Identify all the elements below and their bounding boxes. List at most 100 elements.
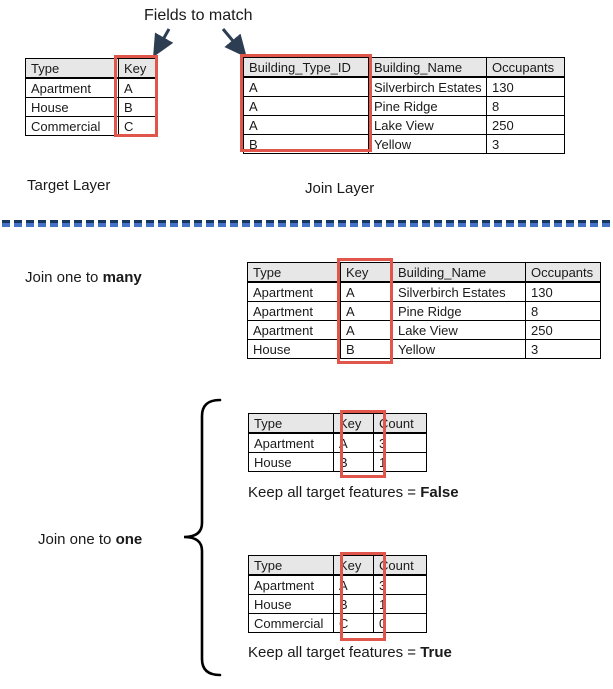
- table-cell: Pine Ridge: [368, 96, 487, 116]
- table-cell: 130: [525, 281, 601, 302]
- table-cell: B: [340, 339, 393, 359]
- table-header-cell: Type: [25, 58, 119, 79]
- table-header-cell: Type: [248, 413, 334, 434]
- join-one-to-many-bold: many: [102, 269, 142, 286]
- table-header-cell: Type: [247, 262, 341, 283]
- table-cell: Apartment: [25, 77, 119, 98]
- table-cell: A: [340, 301, 393, 321]
- table-cell: A: [333, 574, 374, 595]
- table-cell: Yellow: [392, 339, 526, 359]
- table-cell: 8: [486, 96, 565, 116]
- table-header-cell: Count: [373, 413, 427, 434]
- table-cell: Apartment: [247, 320, 341, 340]
- table-cell: A: [333, 432, 374, 453]
- table-cell: House: [248, 452, 334, 472]
- table-cell: 1: [373, 594, 427, 614]
- target-layer-label: Target Layer: [27, 177, 111, 194]
- table-cell: Apartment: [248, 432, 334, 453]
- keep-true-prefix: Keep all target features =: [248, 644, 421, 661]
- table-cell: Silverbirch Estates: [392, 281, 526, 302]
- table-cell: Commercial: [25, 116, 119, 136]
- table-cell: 3: [373, 432, 427, 453]
- table-header-cell: Key: [118, 58, 156, 79]
- table-header-cell: Occupants: [525, 262, 601, 283]
- table-cell: Pine Ridge: [392, 301, 526, 321]
- join-one-to-many-label: Join one to many: [25, 269, 142, 286]
- table-cell: Commercial: [248, 613, 334, 633]
- table-cell: House: [25, 97, 119, 117]
- keep-false-bold: False: [420, 484, 459, 501]
- table-cell: B: [333, 594, 374, 614]
- join-one-to-one-prefix: Join one to: [38, 531, 116, 548]
- table-cell: Lake View: [368, 115, 487, 135]
- table-cell: House: [248, 594, 334, 614]
- table-cell: A: [340, 281, 393, 302]
- table-cell: 3: [486, 134, 565, 154]
- table-cell: C: [333, 613, 374, 633]
- section-divider: [2, 220, 611, 227]
- join-one-to-many-prefix: Join one to: [25, 269, 103, 286]
- table-cell: Lake View: [392, 320, 526, 340]
- table-cell: 250: [486, 115, 565, 135]
- table-cell: Apartment: [248, 574, 334, 595]
- table-cell: B: [243, 134, 369, 154]
- table-cell: 250: [525, 320, 601, 340]
- table-header-cell: Occupants: [486, 57, 565, 78]
- table-header-cell: Key: [333, 555, 374, 576]
- join-layer-label: Join Layer: [305, 180, 375, 197]
- down-left-arrow-icon: [153, 28, 247, 58]
- table-cell: B: [118, 97, 156, 117]
- fields-to-match-title: Fields to match: [144, 7, 253, 24]
- table-cell: 3: [373, 574, 427, 595]
- table-cell: 1: [373, 452, 427, 472]
- table-cell: Apartment: [247, 281, 341, 302]
- table-cell: Apartment: [247, 301, 341, 321]
- table-cell: C: [118, 116, 156, 136]
- table-cell: 0: [373, 613, 427, 633]
- table-header-cell: Key: [333, 413, 374, 434]
- table-header-cell: Type: [248, 555, 334, 576]
- table-cell: A: [243, 115, 369, 135]
- join-one-to-one-label: Join one to one: [38, 531, 142, 548]
- table-cell: A: [118, 77, 156, 98]
- keep-false-label: Keep all target features = False: [248, 484, 459, 501]
- keep-false-prefix: Keep all target features =: [248, 484, 421, 501]
- table-cell: A: [243, 76, 369, 97]
- table-cell: A: [340, 320, 393, 340]
- table-cell: 3: [525, 339, 601, 359]
- join-one-to-one-bold: one: [115, 531, 143, 548]
- keep-true-label: Keep all target features = True: [248, 644, 452, 661]
- table-cell: 8: [525, 301, 601, 321]
- table-cell: 130: [486, 76, 565, 97]
- table-header-cell: Building_Name: [392, 262, 526, 283]
